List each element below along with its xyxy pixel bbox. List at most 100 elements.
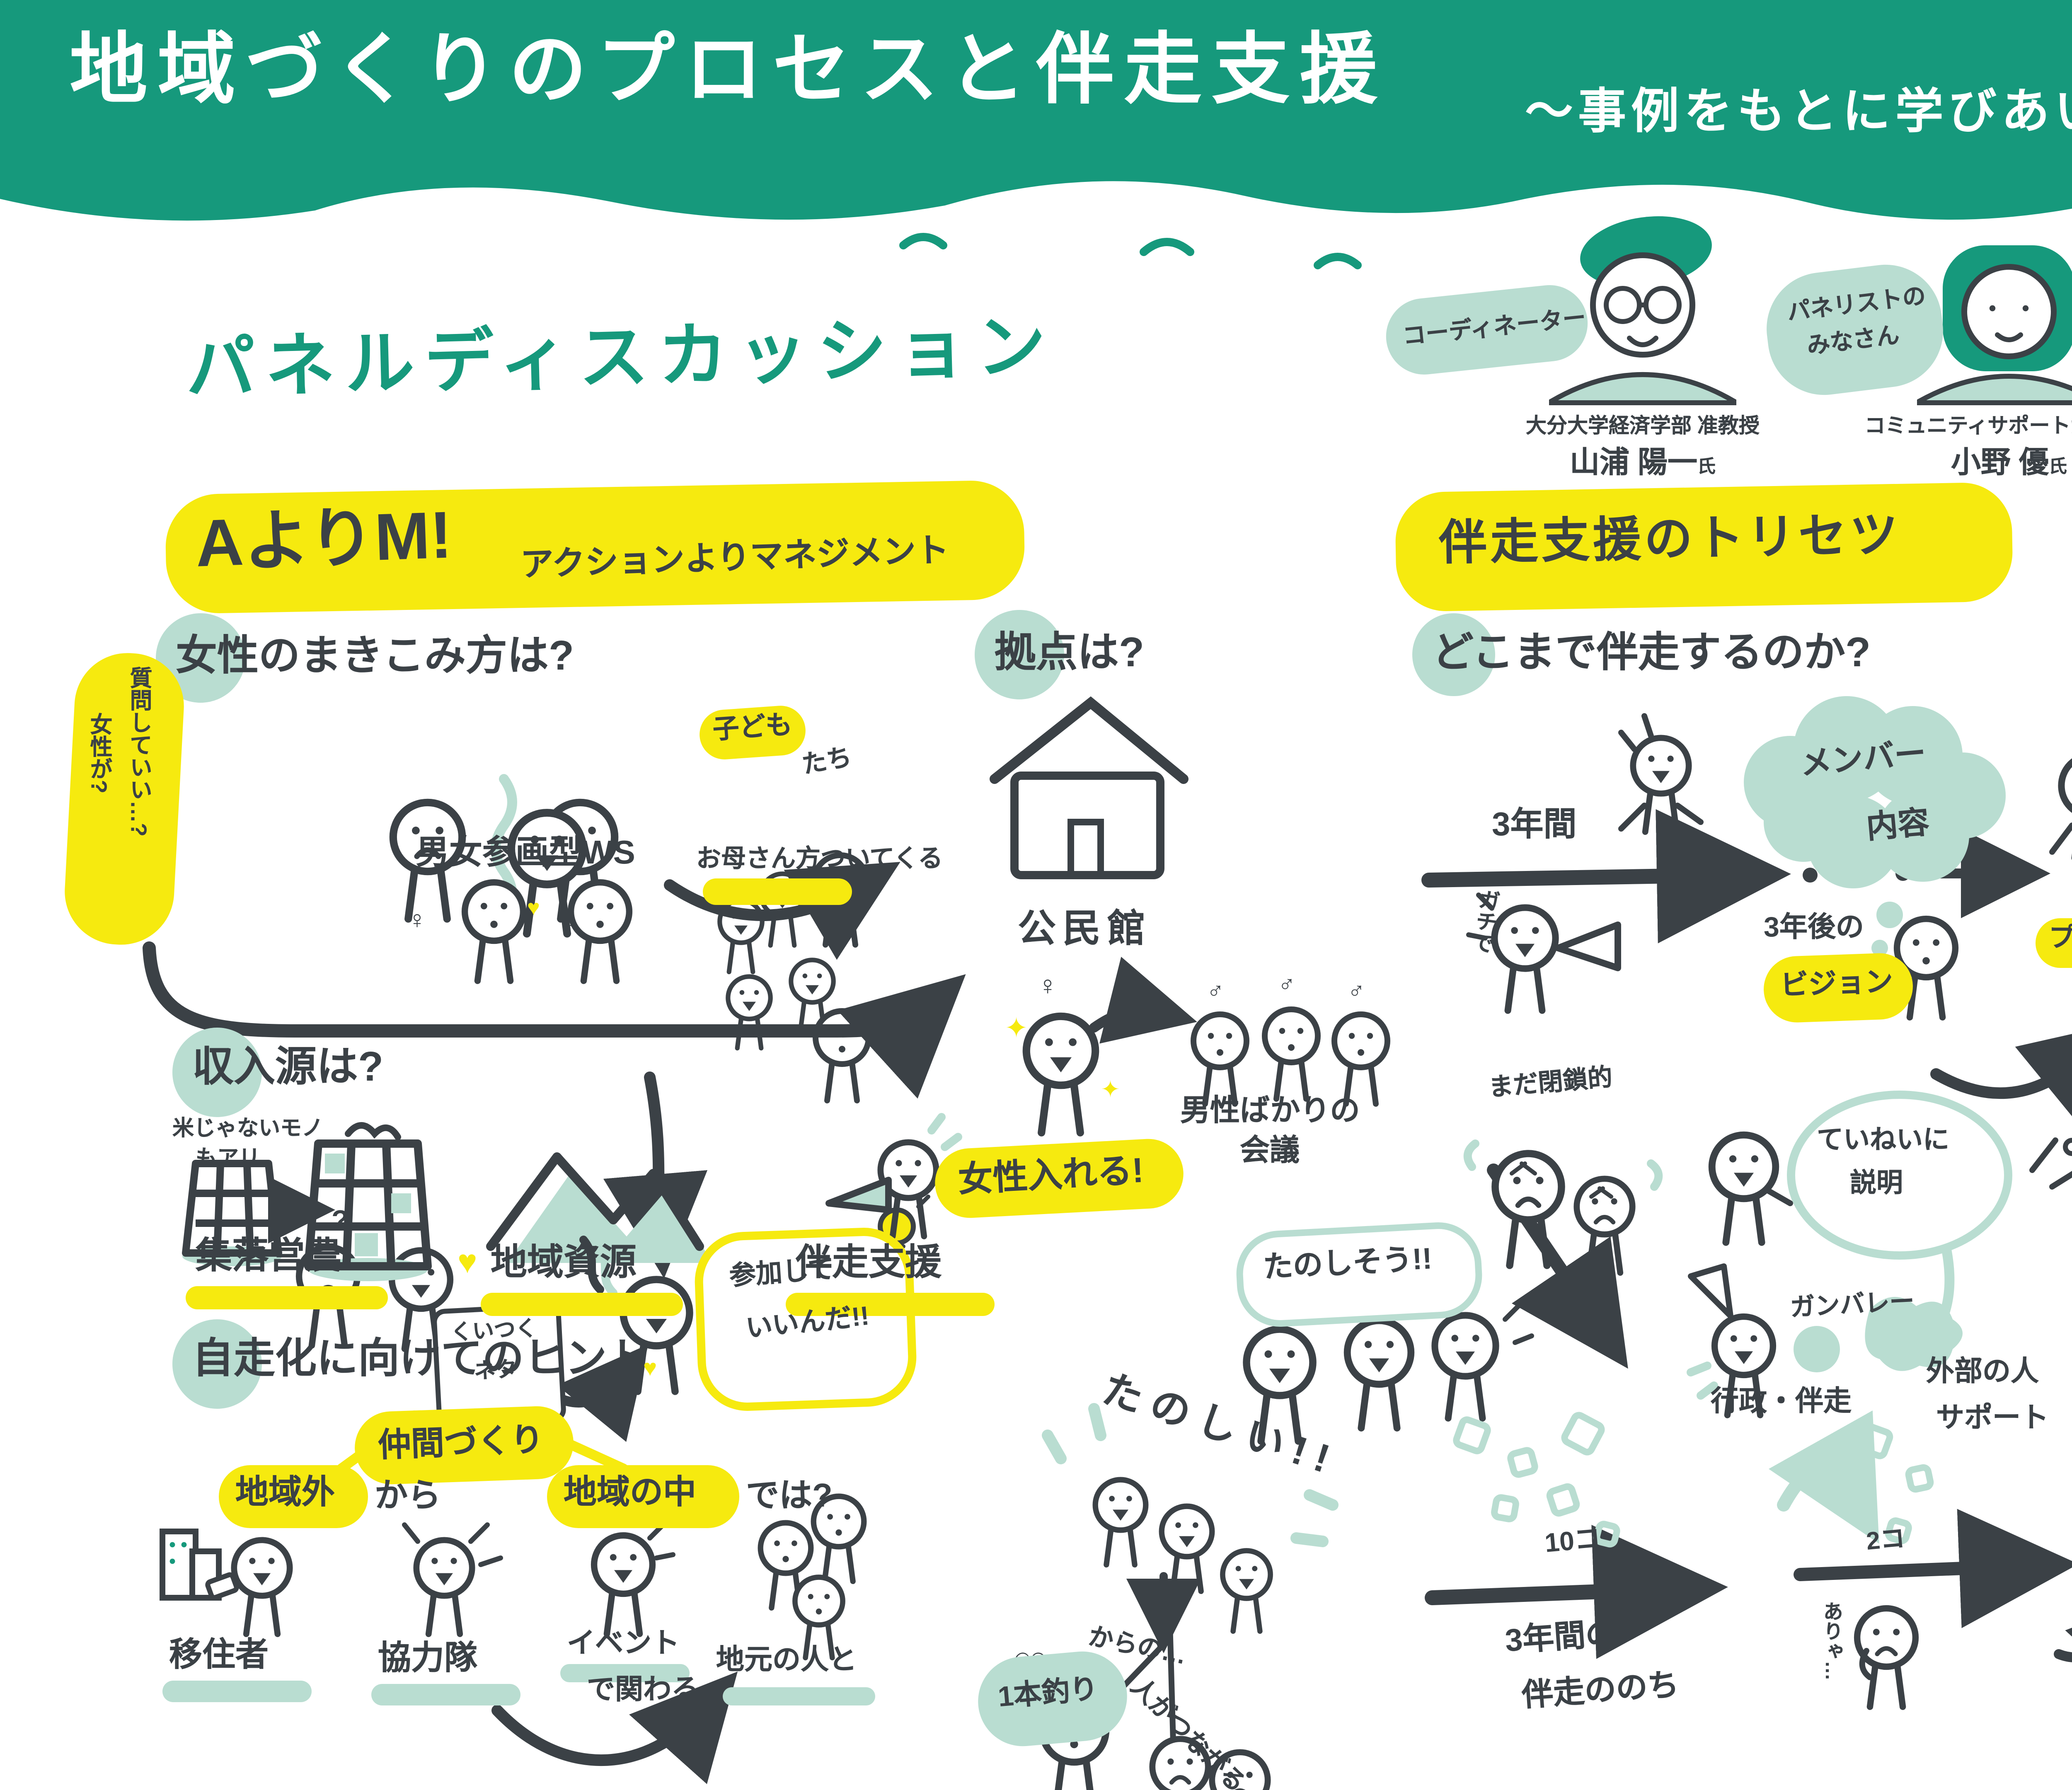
svg-text:♀: ♀ [1038, 970, 1058, 1000]
event-label2: で関わる [587, 1674, 700, 1705]
ws-group-figures: ♥ [465, 813, 629, 981]
player-highlight [2036, 918, 2072, 968]
player-figure [2049, 755, 2072, 858]
locals-underline [723, 1687, 875, 1705]
confetti-a [1453, 1412, 1620, 1548]
fun-smileys [1042, 1403, 1339, 1653]
arrow-vision-to-needed [1930, 1021, 2072, 1128]
trisetsu-heading: 伴走支援のトリセツ [1438, 510, 1902, 571]
player-label: プレイヤー [2049, 925, 2072, 955]
resource-underline [481, 1293, 683, 1316]
q-self: 自走化に向けてのヒント [192, 1336, 649, 1382]
kyoryokutai-label: 協力隊 [378, 1641, 477, 1677]
q-howfar-dot [1412, 613, 1495, 696]
outside-highlight [219, 1465, 368, 1528]
mothers-highlight [703, 878, 852, 905]
two-label: 2コ [1865, 1525, 1906, 1556]
arrow-woman-to-men [1089, 957, 1197, 1044]
arya-label: ありゃ… [1820, 1601, 1844, 1681]
ten-label: 10コ [1544, 1526, 1602, 1559]
q-women: 女性のまきこみ方は? [176, 633, 574, 680]
after3-label: 3年後の [1764, 912, 1864, 943]
inside-label2: では? [746, 1478, 833, 1515]
mothers-label: お母さん方ついてくる [696, 845, 943, 873]
ws-label: 男女参画型WS [416, 835, 635, 872]
svg-text:✦: ✦ [1005, 1012, 1028, 1044]
member-cloud [1744, 696, 2006, 956]
portrait-yamaura-illustration [1549, 216, 1736, 405]
arrow-women-long [143, 941, 966, 1099]
timeline2-arrow-b [1794, 1509, 2072, 1628]
ijusha-label: 移住者 [169, 1638, 269, 1674]
inside-highlight [547, 1465, 739, 1528]
men-only-label2: 会議 [1240, 1134, 1300, 1167]
support-runner-icon [825, 1113, 962, 1236]
outside-support-blob [1865, 1297, 1963, 1371]
looks-fun-figures [1247, 1304, 1534, 1441]
kominkan-label: 公民館 [1018, 907, 1152, 950]
timeline2-arrow-a [1425, 1524, 1728, 1659]
event-figure [594, 1522, 675, 1634]
inside-label: 地域の中 [564, 1475, 696, 1512]
farm-label: 集落営農 [196, 1235, 342, 1276]
svg-text:✦: ✦ [1101, 1076, 1120, 1102]
arya-figure [1857, 1609, 1916, 1707]
panelist-label: コミュニティサポートかごしま小野 優氏 [1864, 414, 2072, 479]
member-label2: 内容 [1865, 806, 1931, 847]
polite-label1: ていねいに [1817, 1127, 1950, 1155]
kyoryokutai-underline [371, 1684, 520, 1705]
men-only-label1: 男性ばかりの [1180, 1094, 1360, 1127]
kyoryokutai-figure [402, 1522, 503, 1634]
support-label: 伴走支援 [796, 1241, 942, 1283]
gaibu-label2: サポート [1936, 1402, 2049, 1434]
bounce-arrow [1768, 1410, 1879, 1544]
q-women-side-blob [62, 650, 187, 948]
ijusha-underline [162, 1681, 312, 1702]
q-income: 収入源は? [192, 1044, 384, 1091]
q-income-dot [172, 1028, 262, 1117]
years3-label: 3年間 [1492, 807, 1577, 844]
rice-note1: 米じゃないモノ [172, 1115, 324, 1140]
svg-text:♥: ♥ [643, 1355, 657, 1381]
polite-label2: 説明 [1850, 1170, 1903, 1198]
men-only-meeting-figures: ♂ ♂ ♂ [1193, 970, 1387, 1104]
svg-text:♥: ♥ [457, 1243, 477, 1280]
svg-text:♂: ♂ [1207, 977, 1224, 1003]
event-label1: イベント [567, 1628, 680, 1659]
q-base: 拠点は? [995, 630, 1145, 676]
page-title: 地域づくりのプロセスと伴走支援 [70, 25, 1387, 113]
q-base-dot [975, 610, 1064, 699]
locals-figures [760, 1496, 864, 1658]
outside-label2: から [375, 1478, 441, 1515]
megaphone-figure [1466, 893, 1621, 1011]
running-figure [1618, 713, 1704, 832]
ijusha-figure [160, 1529, 290, 1634]
resource-label: 地域資源 [491, 1241, 637, 1283]
q-howfar: どこまで伴走するのか? [1432, 630, 1871, 676]
kids-label: 子ども [712, 711, 794, 745]
banner-wave [0, 0, 2072, 269]
svg-text:♂: ♂ [1348, 977, 1365, 1003]
closed-figures [1463, 1139, 1663, 1273]
ganbare-megaphone-figure [1687, 1263, 1840, 1415]
panelist-label: 大分大学経済学部 准教授山浦 陽一氏 [1526, 414, 1760, 479]
explain-figure [1712, 1135, 1793, 1242]
svg-text:♂: ♂ [1278, 970, 1295, 996]
locals-label: 地元の人と [716, 1644, 857, 1676]
outside-label: 地域外 [235, 1475, 335, 1512]
small-curl-arrow [2054, 1594, 2072, 1691]
gyosei-label: 行政・伴走 [1711, 1386, 1852, 1417]
support-underline [786, 1293, 995, 1316]
farm-underline [186, 1286, 388, 1309]
page-subtitle: ～事例をもとに学びあい～ [1525, 86, 2072, 139]
slogan-aym: AよりM! [194, 499, 453, 581]
joined-figure: ♥ [623, 1280, 690, 1391]
nakama-label: 仲間づくり [377, 1422, 545, 1465]
q-women-side2: 女性が? [86, 713, 111, 793]
confetti-b [1857, 1423, 1934, 1544]
rice-basket-icons [182, 1122, 432, 1281]
svg-text:♥: ♥ [527, 896, 540, 920]
kominkan-house-icon [990, 696, 1188, 879]
mountains-river-icon [486, 1152, 713, 1297]
